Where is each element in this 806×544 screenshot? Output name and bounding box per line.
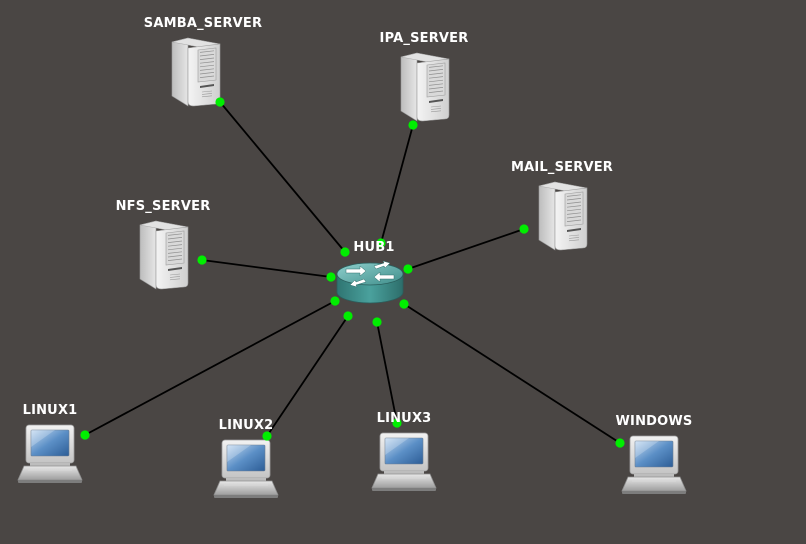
link-hub1-linux2[interactable] (266, 315, 349, 437)
laptop-icon[interactable] (17, 424, 83, 483)
port-dot-linux1-hub1[interactable] (80, 430, 90, 440)
port-dot-windows-hub1[interactable] (615, 438, 625, 448)
port-dot-nfs-server-hub1[interactable] (197, 255, 207, 265)
link-hub1-windows[interactable] (403, 303, 621, 444)
port-dot-linux2-hub1[interactable] (262, 431, 272, 441)
node-label-linux3: LINUX3 (376, 411, 432, 426)
port-dot-hub1-ipa-server[interactable] (376, 238, 386, 248)
port-dot-hub1-samba-server[interactable] (340, 247, 350, 257)
server-tower-icon[interactable] (538, 181, 588, 251)
port-dot-samba-server-hub1[interactable] (215, 97, 225, 107)
node-label-windows: WINDOWS (615, 414, 693, 429)
link-hub1-nfs-server[interactable] (201, 259, 332, 278)
node-label-linux2: LINUX2 (218, 418, 274, 433)
node-label-mail-server: MAIL_SERVER (510, 160, 614, 175)
port-dot-hub1-linux1[interactable] (330, 296, 340, 306)
link-hub1-linux1[interactable] (84, 300, 336, 436)
laptop-icon[interactable] (371, 432, 437, 491)
link-hub1-ipa-server[interactable] (380, 124, 414, 244)
laptop-icon[interactable] (213, 439, 279, 498)
node-label-hub1: HUB1 (353, 240, 395, 255)
link-hub1-samba-server[interactable] (219, 101, 346, 253)
node-label-linux1: LINUX1 (22, 403, 78, 418)
node-label-samba-server: SAMBA_SERVER (143, 16, 263, 31)
link-hub1-mail-server[interactable] (407, 228, 525, 270)
server-tower-icon[interactable] (400, 52, 450, 122)
link-hub1-linux3[interactable] (376, 321, 398, 424)
port-dot-hub1-windows[interactable] (399, 299, 409, 309)
server-tower-icon[interactable] (139, 220, 189, 290)
port-dot-hub1-nfs-server[interactable] (326, 272, 336, 282)
server-tower-icon[interactable] (171, 37, 221, 107)
port-dot-linux3-hub1[interactable] (392, 418, 402, 428)
router-icon[interactable] (336, 260, 404, 304)
node-label-nfs-server: NFS_SERVER (115, 199, 211, 214)
port-dot-ipa-server-hub1[interactable] (408, 120, 418, 130)
port-dot-hub1-linux2[interactable] (343, 311, 353, 321)
port-dot-mail-server-hub1[interactable] (519, 224, 529, 234)
laptop-icon[interactable] (621, 435, 687, 494)
node-label-ipa-server: IPA_SERVER (379, 31, 469, 46)
port-dot-hub1-linux3[interactable] (372, 317, 382, 327)
port-dot-hub1-mail-server[interactable] (403, 264, 413, 274)
